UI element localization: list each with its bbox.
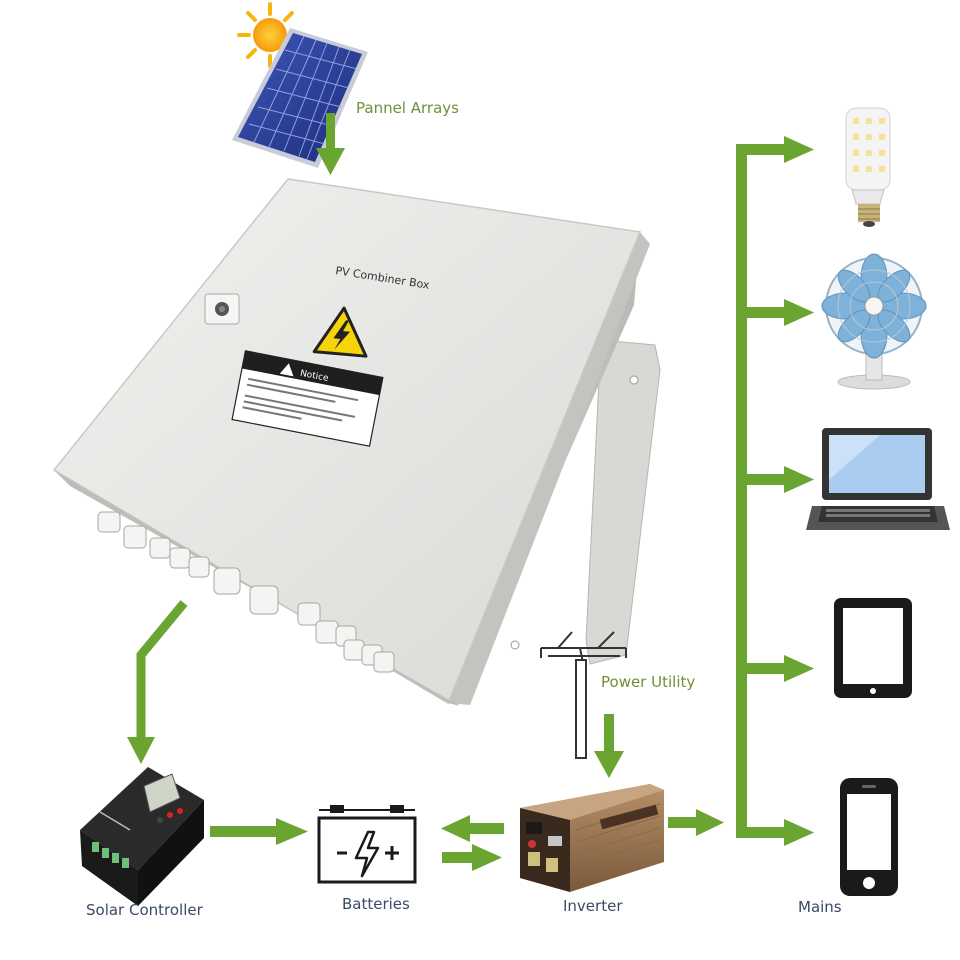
solar-controller-label: Solar Controller	[86, 901, 203, 919]
tablet-icon	[834, 598, 912, 698]
bulb-icon	[845, 107, 891, 227]
arrow-inverter-to-mains	[668, 809, 724, 836]
warning-icon	[312, 306, 368, 358]
arrow-battery-to-inverter	[442, 844, 502, 871]
notice-label: Notice	[231, 350, 384, 447]
inverter-icon	[520, 784, 664, 892]
mains-label: Mains	[798, 898, 842, 916]
phone-icon	[840, 778, 898, 896]
mains-distribution-arrows	[736, 136, 814, 846]
solar-controller-icon	[80, 767, 204, 906]
fan-icon	[821, 253, 927, 390]
power-utility-label: Power Utility	[601, 673, 696, 691]
panel-arrays-label: Pannel Arrays	[356, 99, 459, 117]
arrow-inverter-to-battery	[441, 815, 504, 842]
battery-icon	[317, 805, 417, 884]
arrow-controller-to-battery	[210, 818, 308, 845]
arrow-panel-to-box	[316, 113, 345, 175]
batteries-label: Batteries	[342, 895, 410, 913]
laptop-icon	[806, 428, 950, 530]
inverter-label: Inverter	[563, 897, 623, 915]
solar-panel-icon	[232, 28, 368, 168]
utility-pole-icon	[540, 631, 627, 759]
arrow-box-to-controller	[127, 600, 188, 764]
arrow-utility-to-inverter	[594, 714, 624, 778]
combiner-box-icon: PV Combiner Box Notice	[52, 178, 661, 706]
